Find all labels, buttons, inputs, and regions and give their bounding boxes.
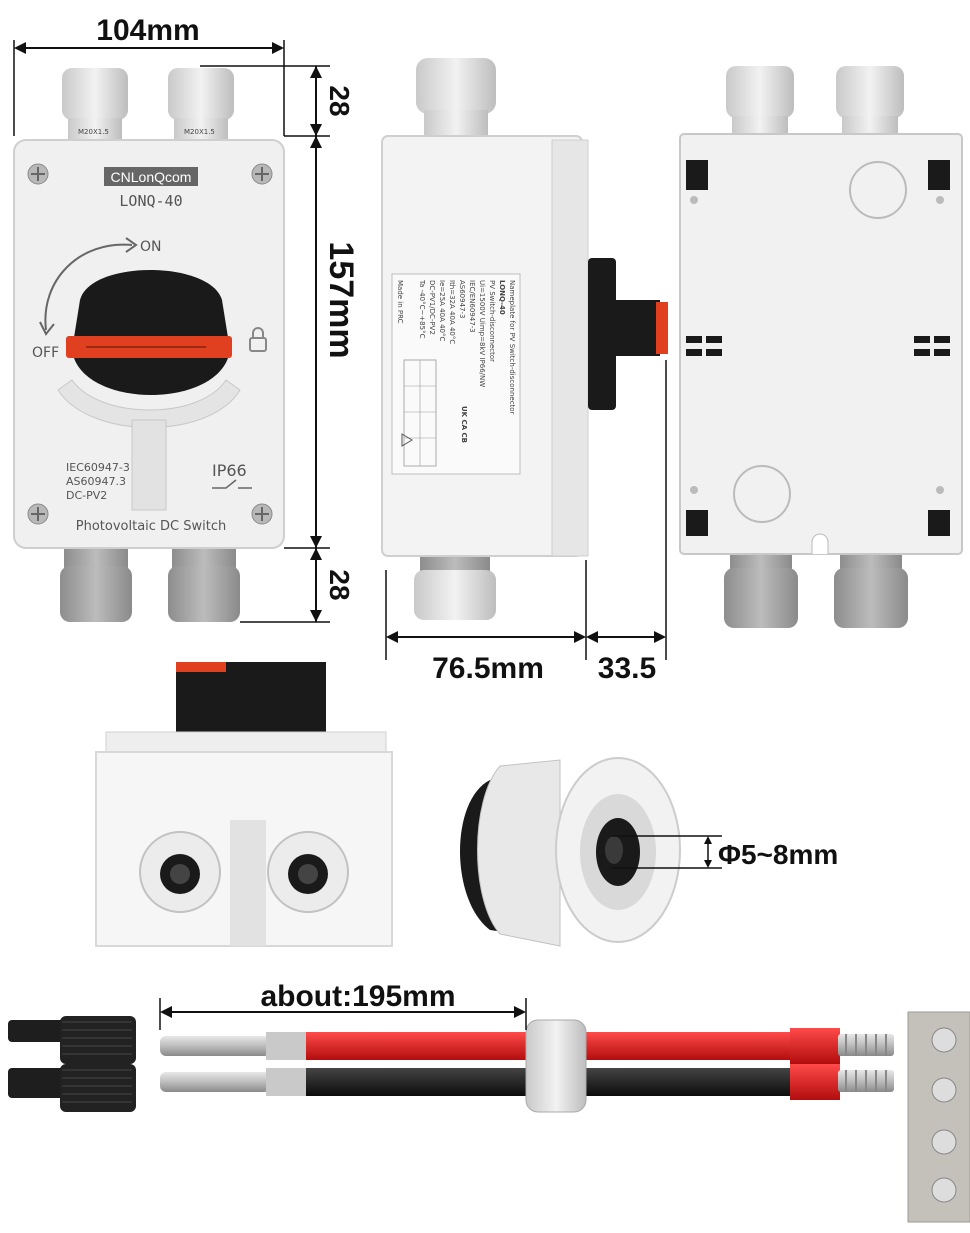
terminal-block (907, 1011, 970, 1223)
svg-text:Φ5~8mm: Φ5~8mm (718, 839, 838, 870)
svg-text:28: 28 (324, 569, 355, 600)
product-caption: Photovoltaic DC Switch (76, 519, 227, 534)
dimension-height: 28 157mm 28 (200, 65, 360, 623)
brand-logo: CNLonQcom (111, 169, 192, 185)
switch-symbol-icon (212, 479, 252, 489)
svg-text:28: 28 (324, 85, 355, 116)
standard-3: DC-PV2 (66, 489, 107, 502)
lock-icon (249, 327, 267, 352)
svg-text:AS60947-3: AS60947-3 (458, 280, 466, 318)
svg-text:Ta -40°C~+85°C: Ta -40°C~+85°C (418, 279, 426, 339)
svg-text:M20X1.5: M20X1.5 (78, 128, 109, 136)
side-gland-bottom (414, 556, 496, 620)
standard-2: AS60947.3 (66, 475, 126, 488)
svg-text:PV Switch-disconnector: PV Switch-disconnector (488, 280, 496, 362)
off-label: OFF (32, 345, 59, 361)
dimension-cable-length: about:195mm (159, 980, 527, 1030)
svg-text:33.5: 33.5 (598, 652, 656, 685)
ip-rating: IP66 (212, 461, 247, 480)
nameplate: Nameplate for PV Switch-disconnector LON… (396, 279, 516, 467)
svg-text:Nameplate for PV Switch-discon: Nameplate for PV Switch-disconnector (508, 280, 516, 415)
standard-1: IEC60947-3 (66, 461, 130, 474)
svg-text:Ui=1500V Uimp=8kV IP66/NW: Ui=1500V Uimp=8kV IP66/NW (478, 280, 486, 387)
side-knob (588, 258, 668, 410)
svg-text:Ith=32A 40A 40°C: Ith=32A 40A 40°C (448, 280, 456, 344)
cable-gland (460, 757, 681, 947)
rotary-knob[interactable] (66, 270, 232, 395)
side-gland-top (416, 58, 496, 138)
svg-text:DC-PV1/DC-PV2: DC-PV1/DC-PV2 (428, 280, 436, 335)
knob-guard (57, 379, 241, 428)
back-housing (679, 133, 963, 555)
svg-text:Made in PRC: Made in PRC (396, 280, 404, 324)
svg-text:M20X1.5: M20X1.5 (184, 128, 215, 136)
dimension-cable-diameter: Φ5~8mm (612, 835, 838, 870)
bottom-gland-port-right (267, 831, 349, 913)
on-label: ON (140, 239, 162, 255)
model-name: LONQ-40 (119, 192, 182, 210)
svg-text:76.5mm: 76.5mm (432, 652, 544, 685)
mounting-slot-icon (686, 336, 950, 356)
bottom-gland-right (168, 548, 240, 622)
svg-text:LONQ-40: LONQ-40 (498, 280, 506, 315)
rotation-arrow-icon (44, 243, 133, 331)
top-gland-right: M20X1.5 (168, 68, 234, 140)
screw-icon (27, 163, 273, 525)
svg-text:IEC/EN60947-3: IEC/EN60947-3 (468, 280, 476, 333)
svg-text:157mm: 157mm (322, 241, 360, 358)
svg-text:Ie=25A 40A 40°C: Ie=25A 40A 40°C (438, 280, 446, 341)
svg-text:104mm: 104mm (96, 14, 199, 47)
bottom-gland-port-left (139, 831, 221, 913)
bottom-view (95, 662, 393, 947)
back-view (679, 66, 963, 628)
front-view: M20X1.5 M20X1.5 CNLonQcom LONQ-40 (13, 68, 285, 622)
svg-text:about:195mm: about:195mm (260, 980, 455, 1013)
cable-gland-ring (525, 1019, 587, 1113)
bottom-gland-left (60, 548, 132, 622)
certification-marks-icon: UK CA CB (460, 406, 468, 443)
dimension-width: 104mm (13, 14, 285, 136)
dimension-depth: 76.5mm 33.5 (385, 360, 667, 685)
mc4-connector (8, 1016, 136, 1112)
top-gland-left: M20X1.5 (62, 68, 128, 140)
side-view: Nameplate for PV Switch-disconnector LON… (381, 58, 668, 620)
